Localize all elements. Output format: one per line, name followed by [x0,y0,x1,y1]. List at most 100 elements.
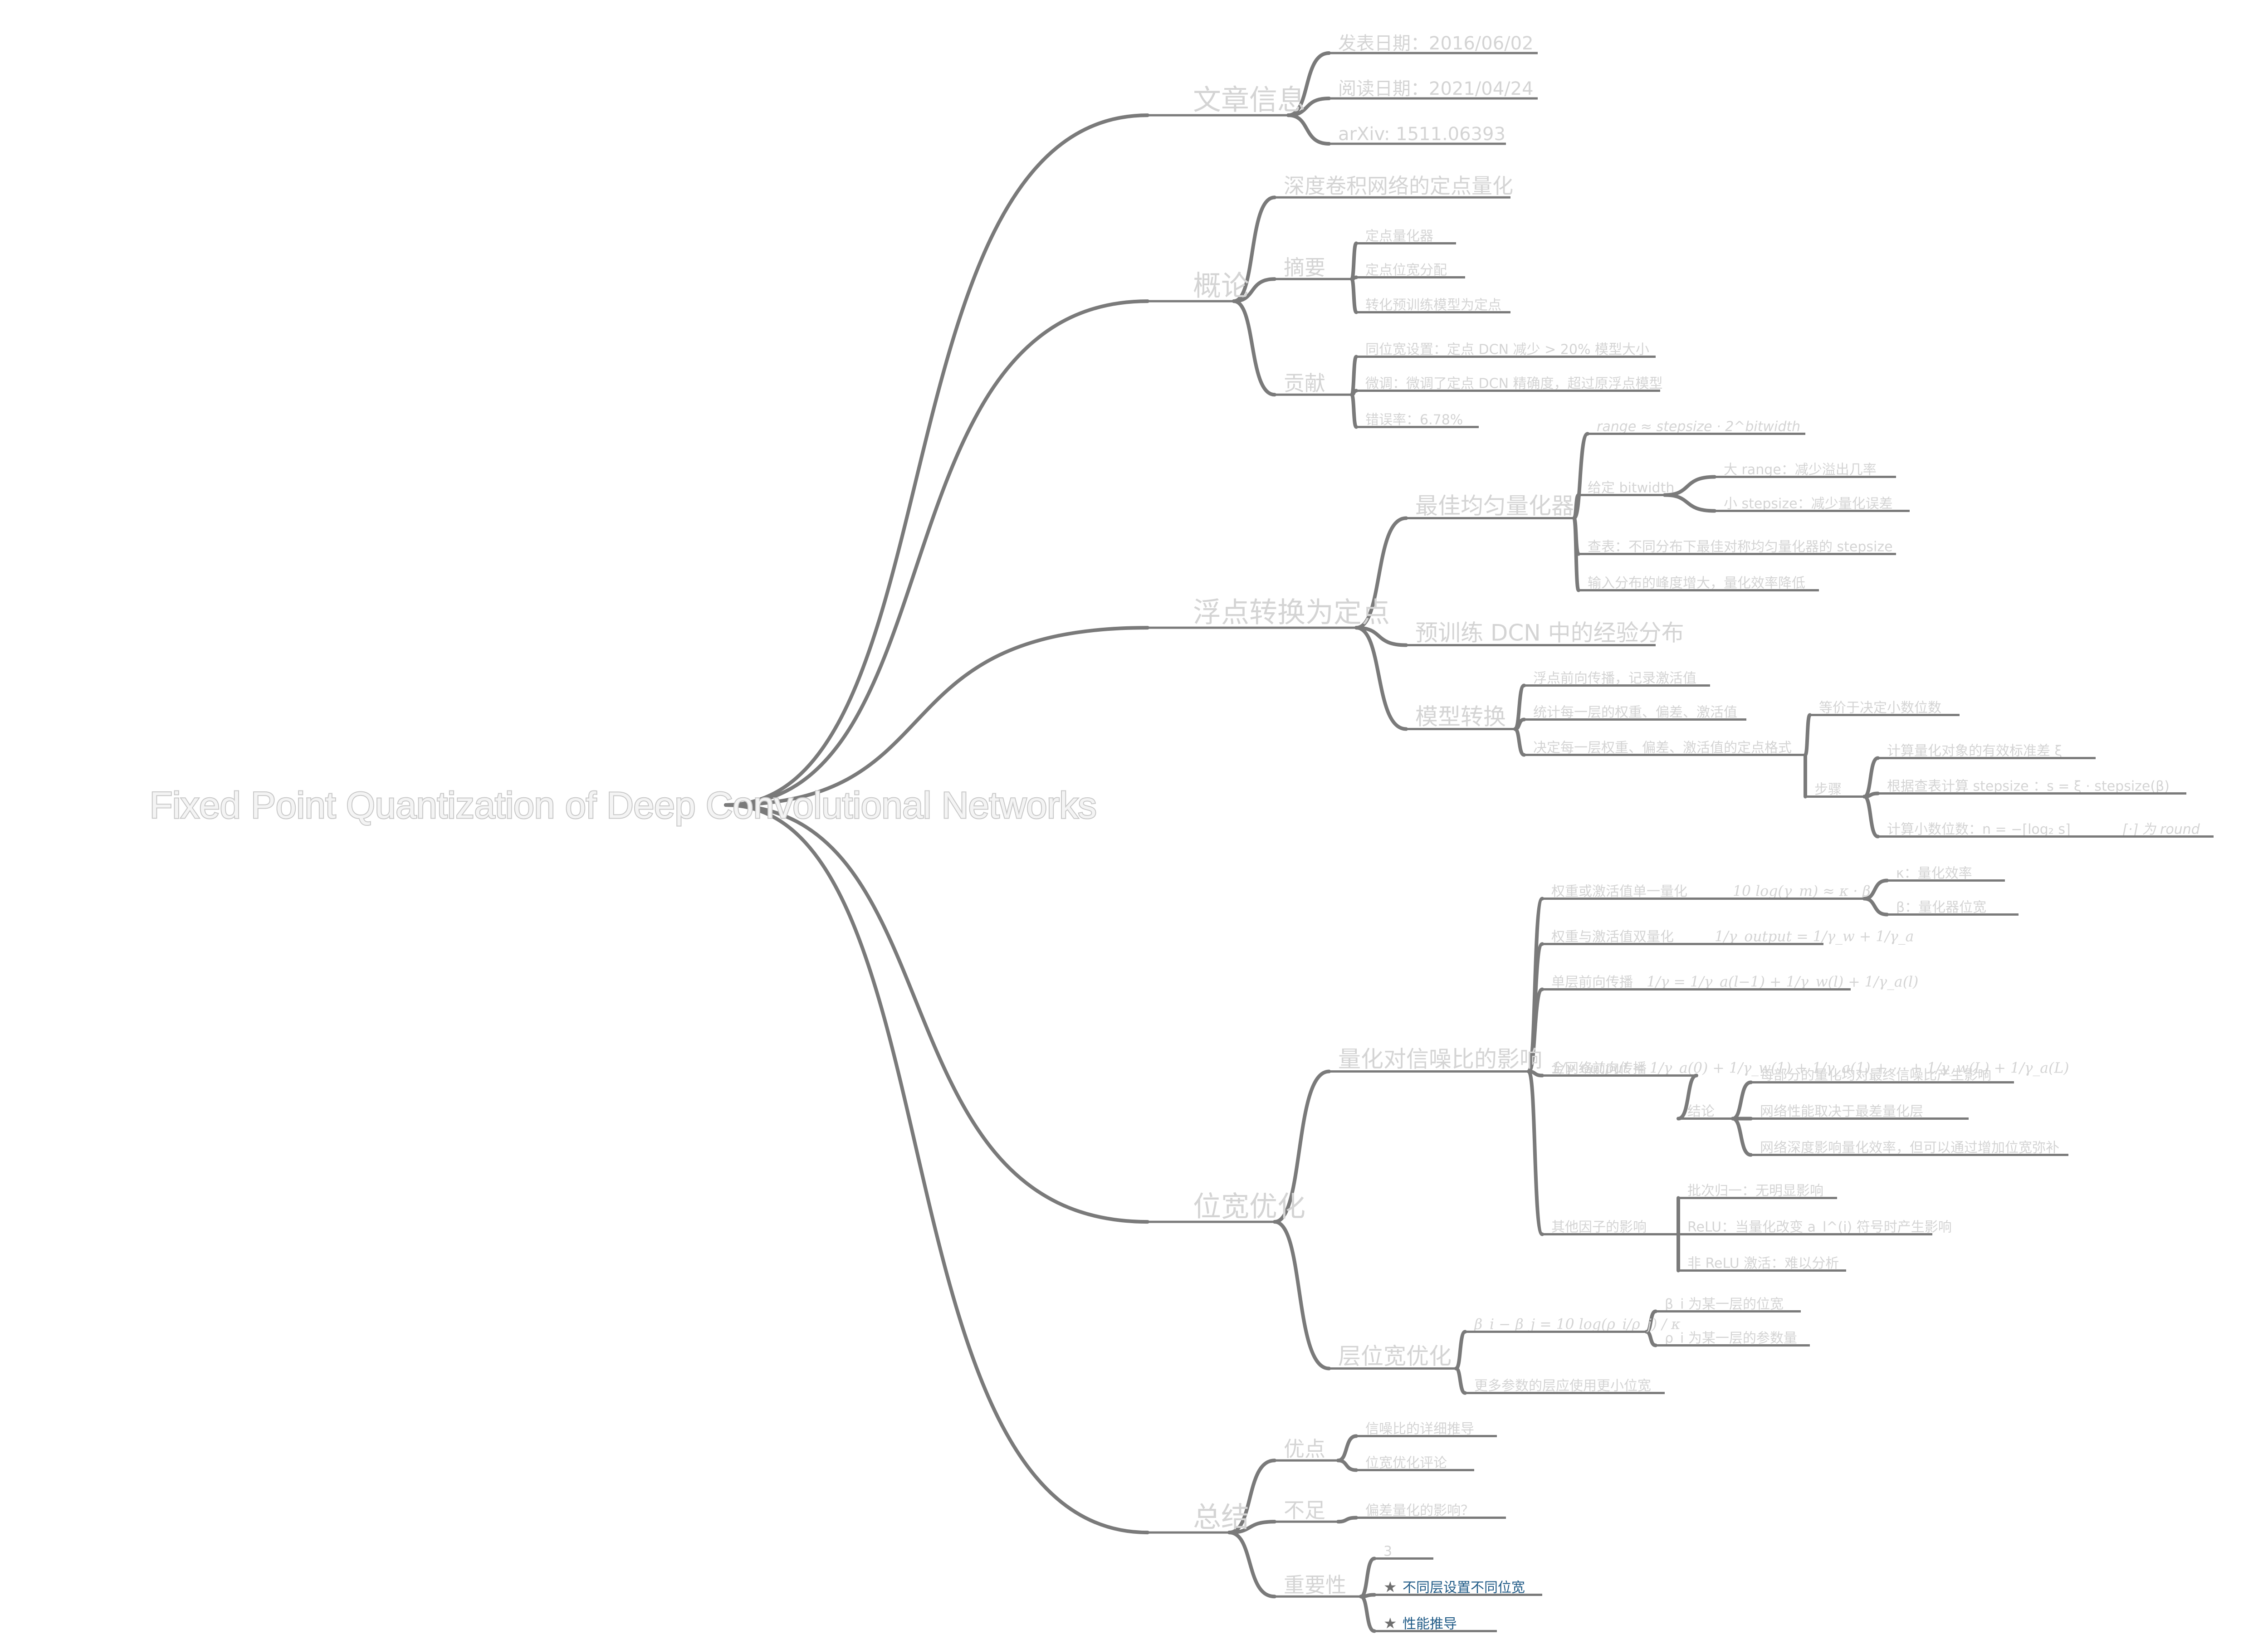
node-optq[interactable]: 最佳均匀量化器 [1406,493,1574,519]
node-label-topic: 深度卷积网络的定点量化 [1284,174,1513,198]
node-p2[interactable]: 位宽优化评论 [1356,1455,1474,1471]
node-n1[interactable]: 偏差量化的影响？ [1356,1503,1506,1519]
node-c2[interactable]: 微调：微调了定点 DCN 精确度，超过原浮点模型 [1356,376,1663,392]
node-i2[interactable]: ★性能推导 [1374,1615,1497,1632]
node-moreparams[interactable]: 更多参数的层应使用更小位宽 [1465,1378,1665,1394]
node-intro[interactable]: 概论 [1148,269,1249,302]
node-import[interactable]: 重要性 [1275,1573,1361,1598]
node-contrib[interactable]: 贡献 [1275,371,1352,396]
node-bdiff[interactable]: β_i − β_j = 10 log(ρ_i/ρ_j) / κ [1465,1317,1681,1333]
node-label-ab1: 定点量化器 [1365,229,1433,244]
node-f2f[interactable]: 浮点转换为定点 [1148,596,1390,629]
connector-peak [1572,516,1580,592]
node-st3[interactable]: 计算小数位数：n = −⌈log₂ s⌉⌈·⌉ 为 round [1878,822,2214,838]
node-rangeeq[interactable]: range ≈ stepsize · 2^bitwidth [1588,419,1805,435]
connector-moreparams [1454,1366,1467,1395]
connector-c3 [1350,393,1358,429]
node-bigrange[interactable]: 大 range：减少溢出几率 [1715,462,1896,478]
node-label-beta: β：量化器位宽 [1896,900,1986,916]
node-other[interactable]: 其他因子的影响 [1542,1220,1678,1235]
node-rating[interactable]: 3 [1374,1544,1433,1560]
node-label-i1: 不同层设置不同位宽 [1403,1580,1525,1596]
node-ab2[interactable]: 定点位宽分配 [1356,263,1465,278]
formula-bdiff: β_i − β_j = 10 log(ρ_i/ρ_j) / κ [1474,1317,1681,1333]
node-layerbw[interactable]: 层位宽优化 [1329,1343,1456,1370]
node-label-readdate: 阅读日期：2021/04/24 [1338,78,1534,99]
node-label-ab3: 转化预训练模型为定点 [1365,298,1501,313]
node-ab3[interactable]: 转化预训练模型为定点 [1356,298,1510,313]
node-label-n1: 偏差量化的影响？ [1365,1503,1474,1519]
node-p1[interactable]: 信噪比的详细推导 [1356,1421,1497,1437]
connector-optq [1354,516,1408,630]
node-label-cv2: 统计每一层的权重、偏差、激活值 [1533,705,1737,721]
node-bitopt[interactable]: 位宽优化 [1148,1190,1305,1223]
node-fixbw[interactable]: 给定 bitwidth [1579,480,1674,496]
node-arxiv[interactable]: arXiv: 1511.06393 [1329,124,1506,145]
node-label-other: 其他因子的影响 [1551,1220,1647,1235]
node-empdist[interactable]: 预训练 DCN 中的经验分布 [1406,620,1684,646]
node-i1[interactable]: ★不同层设置不同位宽 [1374,1578,1542,1596]
node-summary[interactable]: 总结 [1148,1501,1249,1534]
node-label-info: 文章信息 [1193,83,1305,117]
node-label-st1: 计算量化对象的有效标准差 ξ [1887,743,2062,759]
node-o2[interactable]: ReLU：当量化改变 a_l^(i) 符号时产生影响 [1678,1220,1952,1235]
mind-map-nodes: Fixed Point Quantization of Deep Convolu… [149,33,2214,1632]
node-steps[interactable]: 步骤 [1805,782,1864,798]
node-cv1[interactable]: 浮点前向传播，记录激活值 [1524,671,1710,687]
node-st1[interactable]: 计算量化对象的有效标准差 ξ [1878,743,2096,759]
node-label-k2: 网络性能取决于最差量化层 [1760,1104,1923,1120]
node-kappa[interactable]: κ：量化效率 [1887,866,2005,882]
node-o1[interactable]: 批次归一：无明显影响 [1678,1183,1837,1199]
node-pros[interactable]: 优点 [1275,1437,1338,1462]
connector-abstract [1232,277,1276,303]
node-beta[interactable]: β：量化器位宽 [1887,900,2019,916]
node-ab1[interactable]: 定点量化器 [1356,229,1456,244]
node-conv[interactable]: 模型转换 [1406,704,1515,730]
node-info[interactable]: 文章信息 [1148,83,1305,117]
node-c1[interactable]: 同位宽设置：定点 DCN 减少 > 20% 模型大小 [1356,342,1656,358]
node-cv2[interactable]: 统计每一层的权重、偏差、激活值 [1524,705,1746,721]
connector-intro [724,299,1149,807]
node-label-singleprop: 单层前向传播 [1551,975,1633,990]
node-c3[interactable]: 错误率：6.78% [1356,412,1479,428]
node-pubdate[interactable]: 发表日期：2016/06/02 [1329,33,1538,54]
node-eqfrac[interactable]: 等价于决定小数位数 [1810,700,1960,716]
connector-singleprop [1527,987,1544,1073]
connector-bitopt [724,803,1149,1224]
node-smallstep[interactable]: 小 stepsize：减少量化误差 [1715,496,1910,512]
node-label-empdist: 预训练 DCN 中的经验分布 [1415,620,1684,646]
node-k3[interactable]: 网络深度影响量化效率，但可以通过增加位宽弥补 [1751,1140,2068,1156]
node-readdate[interactable]: 阅读日期：2021/04/24 [1329,78,1538,100]
node-pi[interactable]: ρ_i 为某一层的参数量 [1656,1331,1810,1347]
node-peak[interactable]: 输入分布的峰度增大，量化效率降低 [1579,576,1819,591]
root-topic[interactable]: Fixed Point Quantization of Deep Convolu… [149,784,1098,827]
node-label-o3: 非 ReLU 激活：难以分析 [1687,1256,1839,1272]
node-k1[interactable]: 每部分的量化均对最终信噪比产生影响 [1751,1068,2014,1083]
node-table[interactable]: 查表：不同分布下最佳对称均匀量化器的 stepsize [1579,539,1896,555]
node-cons[interactable]: 不足 [1275,1498,1338,1523]
node-concl[interactable]: 结论 [1678,1104,1733,1120]
node-cv3[interactable]: 决定每一层权重、偏差、激活值的定点格式 [1524,740,1805,756]
node-k2[interactable]: 网络性能取决于最差量化层 [1751,1104,1969,1120]
node-o3[interactable]: 非 ReLU 激活：难以分析 [1678,1256,1846,1272]
node-label-rangeeq: range ≈ stepsize · 2^bitwidth [1597,419,1800,435]
node-label-eqfrac: 等价于决定小数位数 [1819,700,1941,716]
node-abstract[interactable]: 摘要 [1275,255,1352,280]
connector-pros [1227,1459,1276,1535]
node-label-smallstep: 小 stepsize：减少量化误差 [1724,496,1893,512]
node-st2[interactable]: 根据查表计算 stepsize ：s = ξ · stepsize(β) [1878,779,2186,795]
node-snr[interactable]: 量化对信噪比的影响 [1329,1046,1542,1073]
node-label-snr: 量化对信噪比的影响 [1338,1046,1542,1073]
node-bi[interactable]: β_i 为某一层的位宽 [1656,1297,1801,1312]
node-label-steps: 步骤 [1814,782,1842,798]
node-label-kappa: κ：量化效率 [1896,866,1972,882]
connector-bdiff [1454,1330,1467,1371]
node-label-bigrange: 大 range：减少溢出几率 [1724,462,1877,478]
node-label-intro: 概论 [1193,269,1249,302]
node-topic[interactable]: 深度卷积网络的定点量化 [1275,174,1513,199]
connector-conv [1354,626,1408,731]
